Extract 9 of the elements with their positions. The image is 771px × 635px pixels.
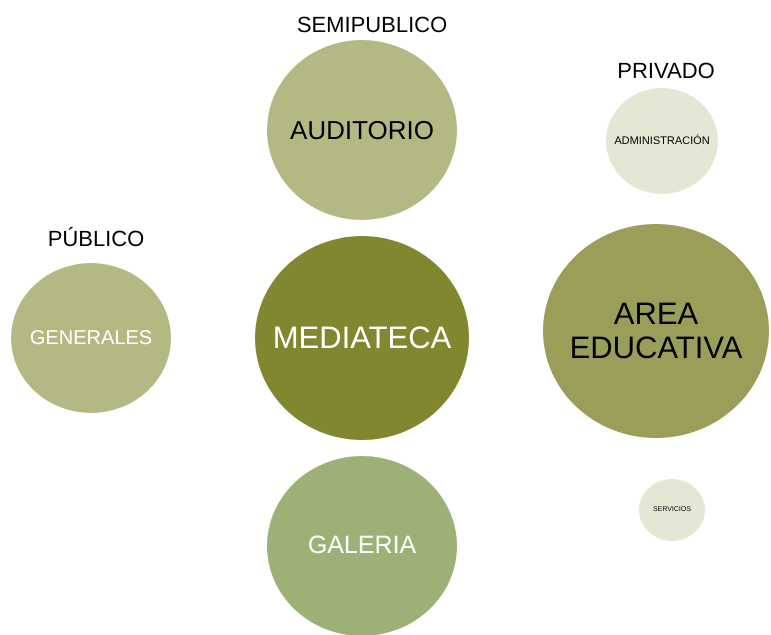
circle-label: AUDITORIO <box>289 116 435 144</box>
circle-label: GENERALES <box>28 327 154 349</box>
circle-label: MEDIATECA <box>272 320 452 356</box>
circle-label: GALERIA <box>306 532 418 560</box>
zone-heading: PÚBLICO <box>48 226 144 252</box>
circle-label: ADMINISTRACIÓN <box>613 134 711 148</box>
zone-heading: SEMIPUBLICO <box>296 12 448 38</box>
zone-heading: PRIVADO <box>617 58 715 84</box>
circle-label: AREA EDUCATIVA <box>568 296 744 366</box>
